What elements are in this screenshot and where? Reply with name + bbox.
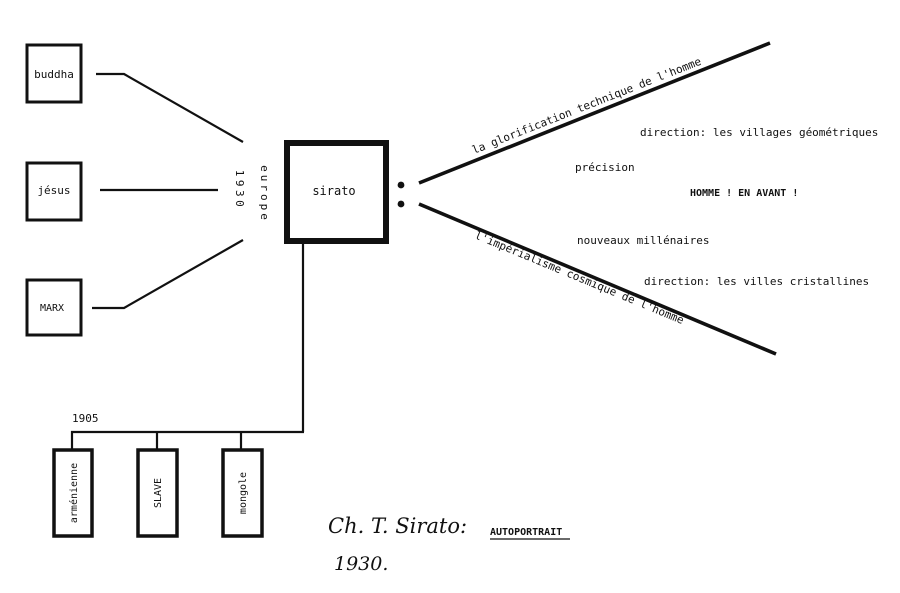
origin-box-slave-label: SLAVE	[153, 478, 164, 508]
direction-villes-text: direction: les villes cristallines	[644, 275, 869, 288]
box-buddha-frame	[25, 43, 83, 104]
center-box-sirato: sirato	[284, 140, 389, 244]
origin-box-mongole-label: mongole	[238, 472, 249, 514]
ray-lower	[418, 202, 777, 356]
box-jesus-label: jésus	[37, 184, 70, 197]
origin-box-mongole: mongole	[221, 448, 264, 538]
millenaires-text: nouveaux millénaires	[577, 234, 709, 247]
colon-dot-bottom	[397, 200, 405, 208]
origin-box-armenienne: arménienne	[52, 448, 94, 538]
ray-upper-caption: la glorification technique de l'homme	[470, 55, 703, 157]
year-1930-vertical: 1930	[233, 170, 246, 211]
box-jesus: jésus	[25, 161, 83, 222]
direction-villages-text: direction: les villages géométriques	[640, 126, 878, 139]
signature-year: 1930.	[334, 553, 388, 575]
box-marx-label: MARX	[40, 303, 64, 314]
box-jesus-frame	[25, 161, 83, 222]
origin-box-mongole-frame	[221, 448, 264, 538]
box-buddha-label: buddha	[34, 68, 74, 81]
origin-box-armenienne-label: arménienne	[68, 463, 80, 523]
slogan-text: HOMME ! EN AVANT !	[690, 188, 798, 199]
origin-box-armenienne-frame	[52, 448, 94, 538]
autoportrait-title: AUTOPORTRAIT	[490, 527, 562, 538]
connector-marx	[92, 239, 244, 310]
europe-vertical: europe	[258, 165, 271, 223]
origin-box-slave-frame	[136, 448, 179, 538]
box-marx: MARX	[25, 278, 83, 337]
ray-upper	[418, 41, 771, 185]
colon-dot-top	[397, 181, 405, 189]
center-box-frame	[284, 140, 389, 244]
signature-name: Ch. T. Sirato:	[328, 514, 467, 538]
box-marx-frame	[25, 278, 83, 337]
connector-buddha	[96, 72, 244, 143]
year-1905: 1905	[72, 412, 99, 425]
box-buddha: buddha	[25, 43, 83, 104]
origin-box-slave: SLAVE	[136, 448, 179, 538]
precision-text: précision	[575, 161, 635, 174]
center-box-label: sirato	[312, 184, 355, 198]
